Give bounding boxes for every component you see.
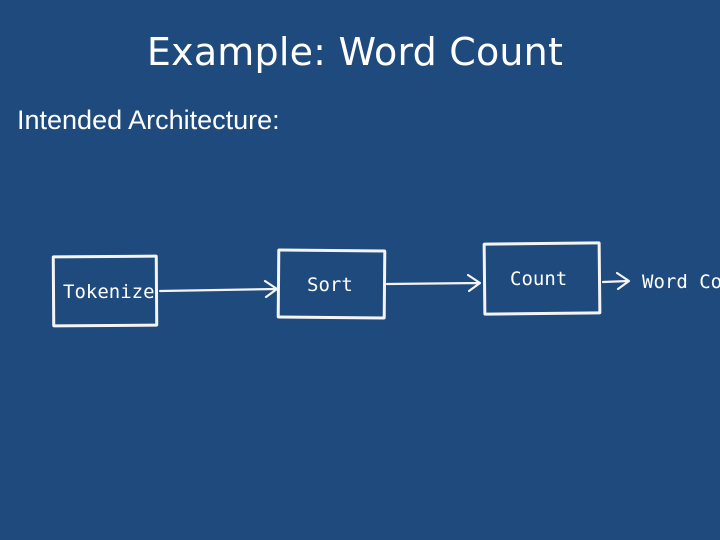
arrow-tokenize-to-sort [158,279,279,299]
sort-label: Sort [307,274,353,296]
arrow-count-to-output [601,271,631,291]
tokenize-label: Tokenize [63,281,155,303]
count-label: Count [510,268,568,290]
slide-title: Example: Word Count [146,30,564,74]
word-count-output-label: Word Co [642,271,720,293]
slide-subtitle: Intended Architecture: [17,105,280,135]
arrow-sort-to-count [385,273,482,293]
